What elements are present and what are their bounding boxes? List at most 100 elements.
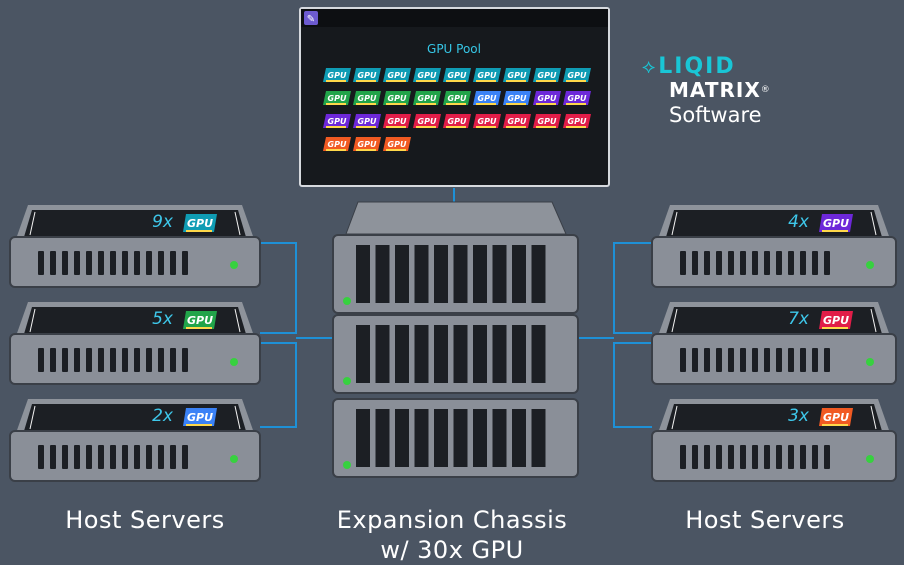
server-vents: [680, 348, 830, 372]
right-link-top: [613, 242, 652, 334]
pool-gpu-chip: GPU: [443, 68, 471, 82]
svg-text:GPU: GPU: [328, 71, 347, 80]
gpu-slot: [492, 409, 507, 467]
host-servers-left-label: Host Servers: [65, 506, 225, 534]
svg-text:GPU: GPU: [328, 117, 347, 126]
pool-gpu-chip: GPU: [383, 68, 411, 82]
server-body: [651, 333, 897, 385]
pool-gpu-chip: GPU: [503, 68, 531, 82]
gpu-slot: [375, 325, 390, 383]
gpu-slot: [434, 409, 448, 467]
expansion-chassis-label: Expansion Chassis w/ 30x GPU: [302, 505, 602, 565]
pool-gpu-chip: GPU: [383, 137, 411, 151]
liqid-matrix-logo: ⟡ LIQID MATRIX® Software: [642, 54, 770, 128]
svg-text:GPU: GPU: [823, 314, 849, 327]
host-server-right: 7x GPU: [651, 302, 897, 385]
pool-gpu-chip: GPU: [563, 68, 591, 82]
pool-gpu-chip: GPU: [503, 91, 531, 105]
gpu-slot: [531, 245, 546, 303]
pool-gpu-chip: GPU: [413, 91, 441, 105]
gpu-slot: [434, 325, 448, 383]
brand-matrix: MATRIX: [669, 78, 761, 102]
gpu-slot: [414, 325, 429, 383]
gpu-chip-badge: GPU: [183, 311, 217, 329]
svg-text:GPU: GPU: [478, 117, 497, 126]
gpu-slot: [434, 245, 448, 303]
gpu-count: 5x: [152, 309, 174, 329]
gpu-chip-badge: GPU: [183, 214, 217, 232]
pool-gpu-chip: GPU: [353, 68, 381, 82]
expansion-chassis-title: Expansion Chassis: [336, 506, 568, 534]
svg-text:GPU: GPU: [358, 71, 377, 80]
svg-text:GPU: GPU: [568, 71, 587, 80]
svg-text:GPU: GPU: [418, 117, 437, 126]
chassis-unit: [332, 314, 579, 394]
gpu-slot: [375, 245, 390, 303]
gpu-slot: [492, 245, 507, 303]
server-vents: [680, 251, 830, 275]
status-led: [866, 261, 874, 269]
svg-text:GPU: GPU: [823, 411, 849, 424]
gpu-slot: [395, 325, 409, 383]
status-led: [230, 358, 238, 366]
svg-text:GPU: GPU: [478, 71, 497, 80]
pool-gpu-chip: GPU: [353, 91, 381, 105]
svg-text:GPU: GPU: [358, 140, 377, 149]
pool-gpu-chip: GPU: [563, 114, 591, 128]
gpu-chip-badge: GPU: [819, 214, 853, 232]
gpu-slot: [414, 409, 429, 467]
gpu-count: 9x: [152, 212, 174, 232]
host-server-left: 9x GPU: [9, 205, 261, 288]
pool-gpu-chip: GPU: [413, 114, 441, 128]
svg-text:GPU: GPU: [418, 71, 437, 80]
connector-lines: [260, 188, 652, 428]
status-led: [230, 455, 238, 463]
svg-text:GPU: GPU: [187, 314, 213, 327]
gpu-slot: [375, 409, 390, 467]
pool-gpu-chip: GPU: [473, 68, 501, 82]
gpu-slot: [492, 325, 507, 383]
gpu-slot: [453, 325, 468, 383]
gpu-slot: [512, 325, 526, 383]
server-vents: [38, 348, 188, 372]
pool-gpu-chip: GPU: [533, 68, 561, 82]
server-body: [651, 236, 897, 288]
svg-text:GPU: GPU: [328, 94, 347, 103]
pool-gpu-chip: GPU: [383, 114, 411, 128]
status-led: [866, 455, 874, 463]
svg-text:GPU: GPU: [538, 94, 557, 103]
pool-gpu-chip: GPU: [323, 137, 351, 151]
gpu-slot: [531, 409, 546, 467]
server-vents: [38, 445, 188, 469]
svg-text:GPU: GPU: [418, 94, 437, 103]
pool-gpu-chip: GPU: [443, 91, 471, 105]
pool-gpu-chip: GPU: [443, 114, 471, 128]
status-led: [343, 297, 351, 305]
svg-text:GPU: GPU: [187, 411, 213, 424]
svg-text:GPU: GPU: [568, 94, 587, 103]
left-link-top: [260, 242, 297, 334]
gpu-count: 3x: [788, 406, 810, 426]
server-vents: [38, 251, 188, 275]
left-link-bottom: [260, 342, 297, 428]
gpu-pool-titlebar: [301, 9, 608, 27]
gpu-slot: [473, 245, 487, 303]
svg-text:GPU: GPU: [448, 117, 467, 126]
svg-text:GPU: GPU: [358, 94, 377, 103]
svg-text:GPU: GPU: [388, 140, 407, 149]
host-servers-right-label: Host Servers: [685, 506, 845, 534]
gpu-count: 2x: [152, 406, 174, 426]
svg-text:GPU: GPU: [538, 117, 557, 126]
brand-liqid: LIQID: [658, 53, 736, 79]
gpu-count: 7x: [788, 309, 810, 329]
gpu-slot: [473, 325, 487, 383]
pool-gpu-chip: GPU: [563, 91, 591, 105]
status-led: [230, 261, 238, 269]
pool-gpu-chip: GPU: [323, 91, 351, 105]
svg-text:GPU: GPU: [187, 217, 213, 230]
pool-gpu-chip: GPU: [503, 114, 531, 128]
host-server-right: 3x GPU: [651, 399, 897, 482]
